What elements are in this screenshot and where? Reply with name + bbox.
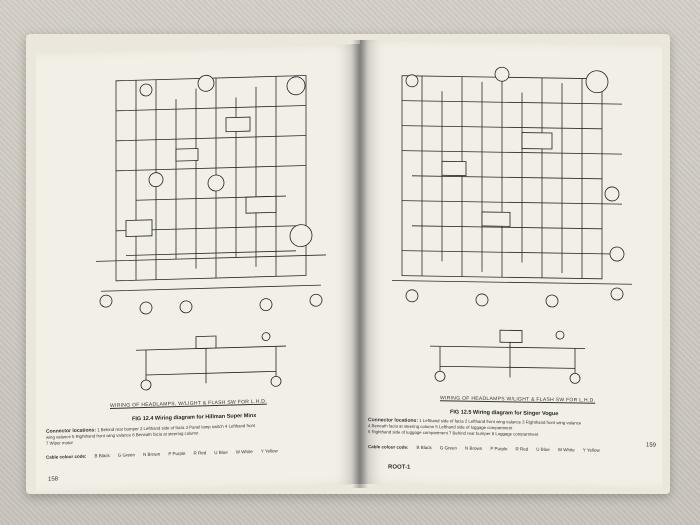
wiring-diagram-singer [392,66,632,308]
connector-line: 7 Wiper motor [46,440,73,446]
colour-item: P Purple [168,450,186,457]
wiring-diagram-hillman [96,74,326,315]
colour-item: N Brown [143,451,161,458]
book-gutter [352,40,368,488]
colour-item: G Green [117,452,136,458]
colour-item: N Brown [465,445,483,451]
left-page: WIRING OF HEADLAMPS, W/LIGHT & FLASH SW … [36,44,360,494]
colour-item: B Black [94,452,110,459]
figure-caption: FIG 12.5 Wiring diagram for Singer Vogue [450,409,559,418]
cable-colour-code: Cable colour code: B Black G Green N Bro… [46,448,278,459]
colour-item: W White [235,448,253,455]
colour-item: Y Yellow [582,447,600,453]
colour-code-label: Cable colour code: [46,453,87,460]
colour-item: Y Yellow [260,448,278,454]
colour-item: B Black [416,444,432,451]
sub-diagram-caption: WIRING OF HEADLAMPS W/LIGHT & FLASH SW F… [440,395,596,404]
footer-tag: ROOT-1 [388,464,411,471]
colour-item: P Purple [490,446,508,452]
connector-locations: Connector locations: 1 Lefthand side of … [368,417,658,440]
colour-item: U Blue [214,449,228,456]
connector-line: 6 Righthand side of luggage compartment … [368,429,539,437]
page-number: 159 [646,442,657,449]
colour-item: W White [557,447,575,453]
colour-item: R Red [515,446,529,452]
cable-colour-code: Cable colour code: B Black G Green N Bro… [368,444,600,453]
colour-item: R Red [193,450,207,456]
figure-caption: FIG 12.4 Wiring diagram for Hillman Supe… [132,412,257,423]
page-number: 158 [48,476,59,483]
colour-code-label: Cable colour code: [368,444,409,450]
headlamp-wiring-diagram-lhd-left [136,332,286,391]
colour-item: G Green [439,445,458,451]
headlamp-wiring-diagram-lhd-right [430,329,585,384]
colour-item: U Blue [536,446,550,452]
right-page: WIRING OF HEADLAMPS W/LIGHT & FLASH SW F… [360,40,662,489]
connector-locations: Connector locations: 1 Behind rear bumpe… [46,420,356,447]
